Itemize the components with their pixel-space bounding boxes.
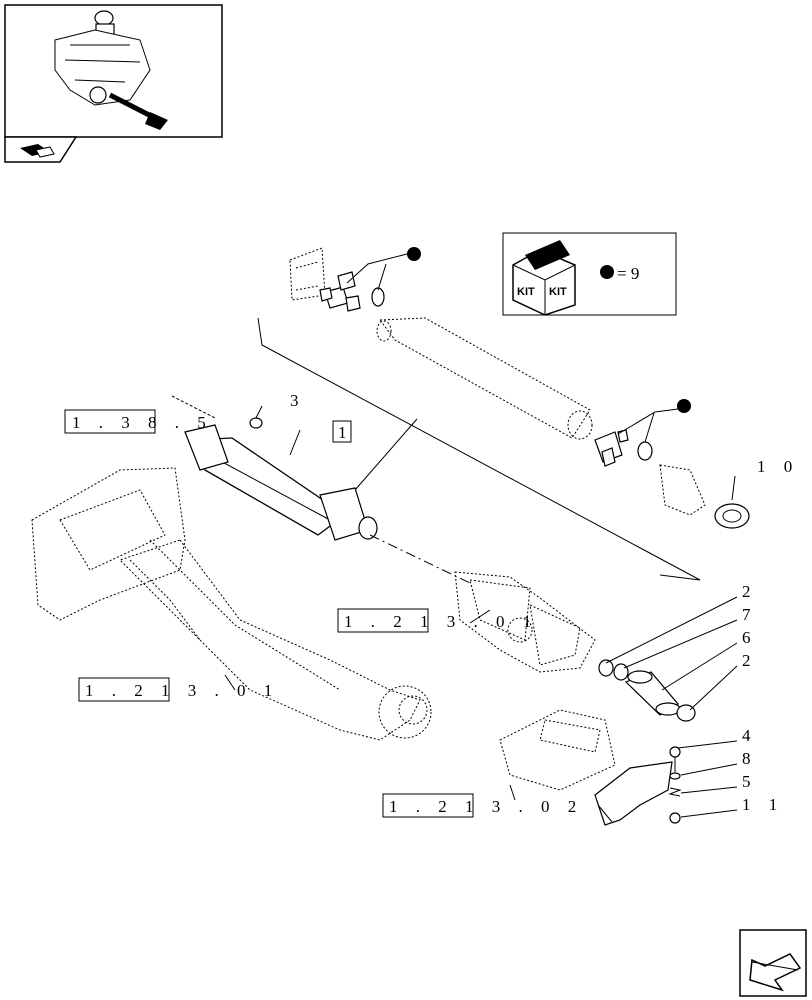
overview-thumbnail[interactable] — [4, 4, 223, 138]
sleeve-6[interactable] — [624, 670, 681, 716]
callout-10: 1 0 — [757, 457, 799, 476]
callout-11: 1 1 — [742, 795, 784, 814]
callout-1[interactable]: 1 — [332, 420, 354, 443]
nav-tab[interactable] — [4, 136, 78, 163]
kit-box-icon: KIT KIT — [512, 240, 576, 316]
main-driveshaft-1[interactable] — [184, 424, 471, 584]
mounting-bracket[interactable] — [499, 709, 616, 791]
output-housing-assembly[interactable] — [454, 571, 596, 673]
kit-marker-right — [677, 399, 691, 413]
kit-box-word-right: KIT — [549, 286, 567, 298]
axle-housing[interactable] — [31, 467, 432, 741]
universal-joint-upper[interactable] — [319, 271, 361, 312]
kit-legend-text: = 9 — [617, 264, 639, 283]
ref-box-1-213-01-mid[interactable]: 1 . 2 1 3 . 0 1 — [337, 608, 538, 633]
callout-4: 4 — [742, 726, 758, 745]
ref-text-1-213-01-mid: 1 . 2 1 3 . 0 1 — [344, 612, 538, 631]
section-line-upper — [257, 317, 701, 581]
hand-book-icon — [20, 144, 55, 158]
kit-marker-upper — [407, 247, 421, 261]
end-yoke[interactable] — [659, 464, 706, 516]
bolt-icon[interactable] — [171, 395, 216, 419]
callout-2-lower: 2 — [742, 651, 758, 670]
arrow-left-icon — [749, 953, 802, 992]
ref-box-1-213-02[interactable]: 1 . 2 1 3 . 0 2 — [382, 793, 583, 818]
snap-ring-2-upper[interactable] — [598, 659, 614, 677]
tractor-overview-icon — [54, 10, 168, 130]
snap-ring-7[interactable] — [613, 663, 629, 681]
callout-2-upper: 2 — [742, 582, 758, 601]
guard-plate[interactable] — [594, 761, 673, 826]
nut-11[interactable] — [669, 812, 681, 824]
section-line-lower — [354, 418, 418, 491]
upper-tube-shaft — [379, 317, 591, 439]
ref-text-1-38-5: 1 . 3 8 . 5 — [72, 413, 213, 432]
fastener-stack[interactable] — [668, 746, 682, 824]
upper-driveshaft-assembly[interactable] — [289, 247, 593, 440]
callout-6: 6 — [742, 628, 758, 647]
callout-5: 5 — [742, 772, 758, 791]
ref-box-1-38-5[interactable]: 1 . 3 8 . 5 — [64, 409, 213, 434]
kit-legend-box: KIT KIT = 9 — [502, 232, 677, 316]
next-page-button[interactable] — [739, 929, 807, 997]
nut-3[interactable] — [249, 417, 263, 429]
callout-1-text: 1 — [338, 423, 354, 442]
kit-box-word-left: KIT — [517, 286, 535, 298]
dust-cap-10[interactable] — [714, 503, 750, 529]
spring-washer-5[interactable] — [668, 787, 682, 797]
bolt-4[interactable] — [669, 746, 681, 758]
ref-text-1-213-02: 1 . 2 1 3 . 0 2 — [389, 797, 583, 816]
ref-box-1-213-01-left[interactable]: 1 . 2 1 3 . 0 1 — [78, 677, 279, 702]
seal-ring-upper[interactable] — [371, 287, 385, 307]
callout-7: 7 — [742, 605, 758, 624]
kit-bullet-icon — [600, 265, 614, 279]
seal-ring-right[interactable] — [637, 441, 653, 461]
washer-8[interactable] — [669, 772, 681, 780]
right-ujoint-assembly[interactable] — [594, 399, 750, 529]
ref-text-1-213-01-left: 1 . 2 1 3 . 0 1 — [85, 681, 279, 700]
callout-3: 3 — [290, 391, 306, 410]
callout-8: 8 — [742, 749, 758, 768]
